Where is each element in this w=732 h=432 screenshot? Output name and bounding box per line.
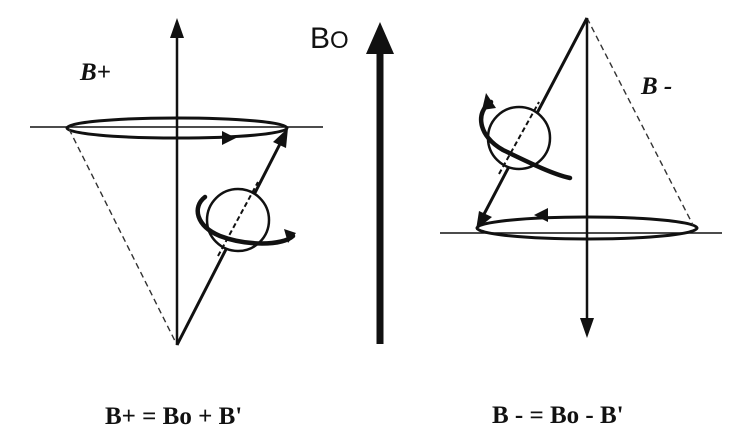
b-plus-rotation-arrowhead bbox=[284, 229, 296, 243]
b0-field-arrowhead bbox=[366, 22, 394, 54]
b-minus-dashed-cone-line bbox=[586, 17, 694, 226]
b-plus-spin-vector-arrowhead bbox=[273, 128, 288, 148]
b-minus-diagram: B - bbox=[440, 17, 722, 338]
b-plus-precession-ellipse bbox=[65, 116, 289, 140]
b0-field-arrow: BO bbox=[310, 22, 394, 344]
b-minus-sphere-axis bbox=[498, 101, 540, 175]
b-minus-spin-vector-arrowhead bbox=[476, 211, 492, 230]
formula-b-plus: B+ = Bo + B' bbox=[105, 403, 242, 430]
b-plus-axis-arrowhead bbox=[170, 18, 184, 38]
b-minus-rotation-arrowhead bbox=[482, 93, 496, 110]
b-minus-rotation-arrow bbox=[478, 99, 573, 181]
b-plus-ellipse-arrowhead bbox=[222, 131, 236, 145]
b-plus-sphere-axis bbox=[217, 181, 259, 257]
b-minus-axis-arrowhead bbox=[580, 318, 594, 338]
b-plus-label: B+ bbox=[79, 59, 111, 86]
b-plus-diagram: B+ bbox=[30, 18, 323, 346]
b0-label: BO bbox=[310, 22, 349, 55]
b-plus-dashed-cone-line bbox=[68, 128, 178, 346]
formula-b-minus: B - = Bo - B' bbox=[492, 402, 624, 429]
b-plus-rotation-arrow bbox=[195, 194, 296, 246]
b-minus-ellipse-arrowhead bbox=[534, 208, 548, 222]
b-minus-label: B - bbox=[640, 73, 672, 100]
